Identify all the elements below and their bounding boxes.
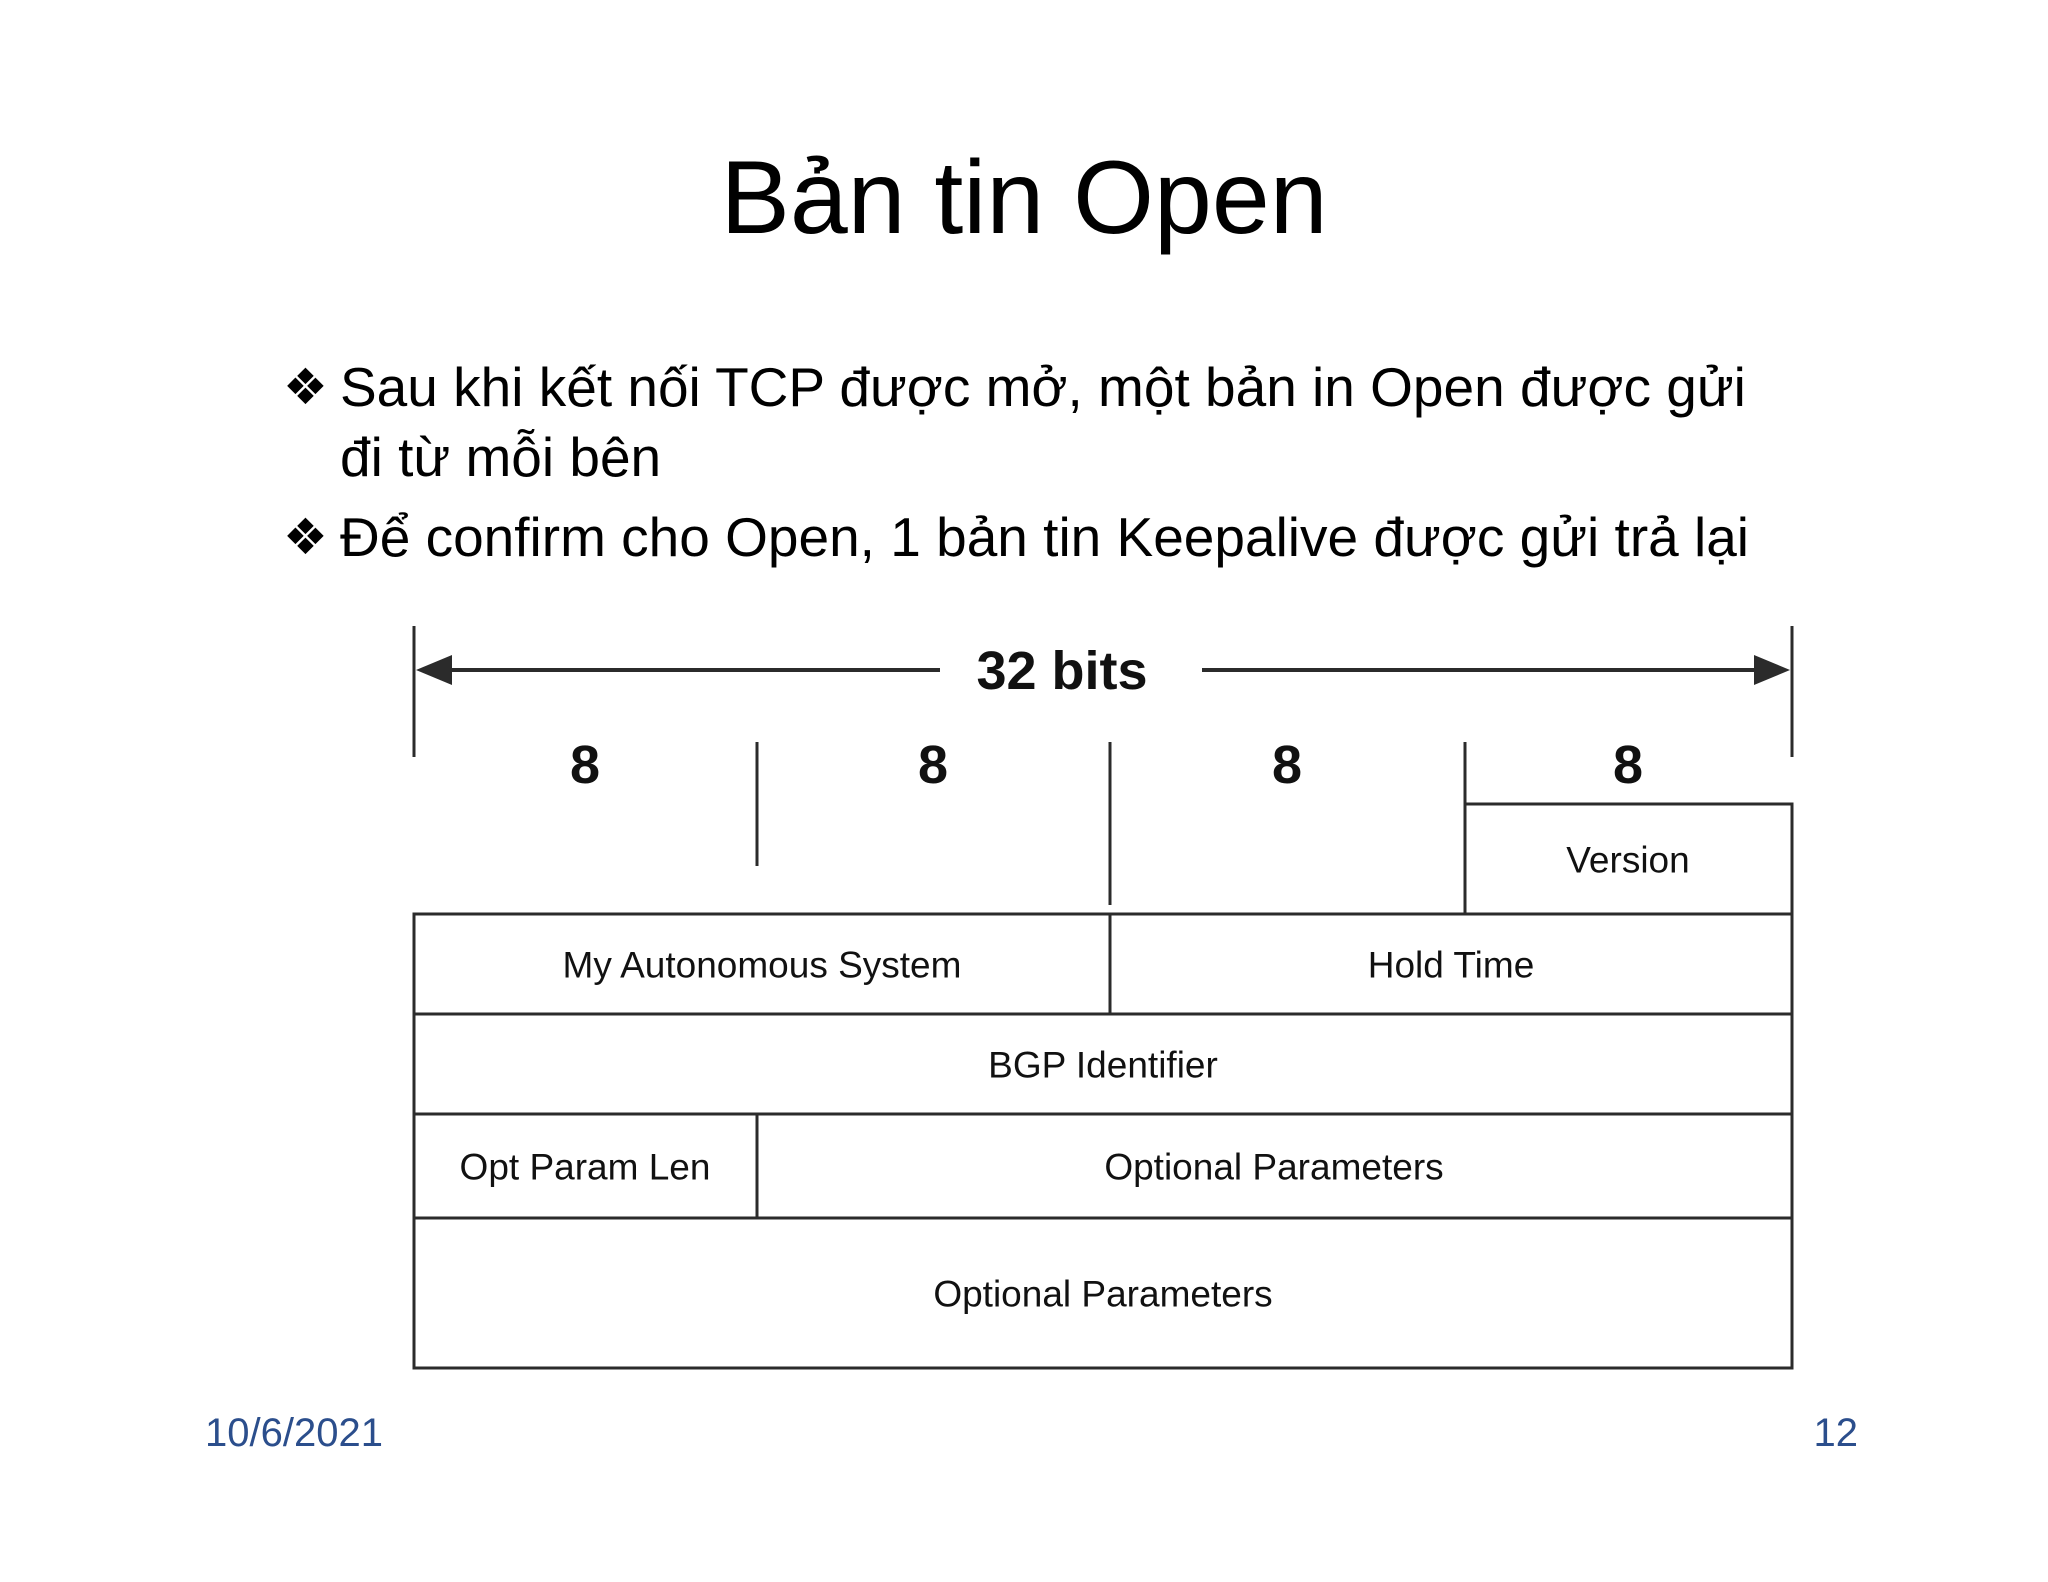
bgp-identifier-label: BGP Identifier xyxy=(988,1045,1218,1086)
diamond-bullet-icon: ❖ xyxy=(283,359,328,415)
bullet-text: Để confirm cho Open, 1 bản tin Keepalive… xyxy=(340,502,1813,572)
column-bit-label: 8 xyxy=(1272,735,1302,795)
optional-parameters-label: Optional Parameters xyxy=(1104,1147,1443,1188)
width-indicator xyxy=(412,626,1794,757)
bullet-text-line: đi từ mỗi bên xyxy=(340,426,662,488)
column-bit-label: 8 xyxy=(570,735,600,795)
list-item: ❖ Sau khi kết nối TCP được mở, một bản i… xyxy=(283,352,1813,492)
column-bit-label: 8 xyxy=(1613,735,1643,795)
opt-param-len-label: Opt Param Len xyxy=(460,1147,711,1188)
footer-page-number: 12 xyxy=(1813,1411,1859,1455)
hold-time-label: Hold Time xyxy=(1368,945,1535,986)
version-label: Version xyxy=(1566,840,1689,881)
optional-parameters-box-2 xyxy=(412,1216,1794,1370)
bullet-text-line: Để confirm cho Open, 1 bản tin Keepalive… xyxy=(340,506,1750,568)
my-autonomous-system-label: My Autonomous System xyxy=(563,945,962,986)
page-title: Bản tin Open xyxy=(720,140,1328,256)
optional-parameters-label-2: Optional Parameters xyxy=(933,1274,1272,1315)
footer-date: 10/6/2021 xyxy=(205,1411,383,1455)
diamond-bullet-icon: ❖ xyxy=(283,509,328,565)
list-item: ❖ Để confirm cho Open, 1 bản tin Keepali… xyxy=(283,502,1813,572)
bullet-text: Sau khi kết nối TCP được mở, một bản in … xyxy=(340,352,1813,492)
field-boxes xyxy=(412,802,1794,1370)
right-arrowhead-icon xyxy=(1754,655,1790,685)
bullet-list: ❖ Sau khi kết nối TCP được mở, một bản i… xyxy=(283,352,1813,582)
width-label: 32 bits xyxy=(976,641,1147,701)
bullet-text-line: Sau khi kết nối TCP được mở, một bản in … xyxy=(340,356,1746,418)
column-ticks xyxy=(755,742,1467,905)
column-bit-label: 8 xyxy=(918,735,948,795)
left-arrowhead-icon xyxy=(416,655,452,685)
